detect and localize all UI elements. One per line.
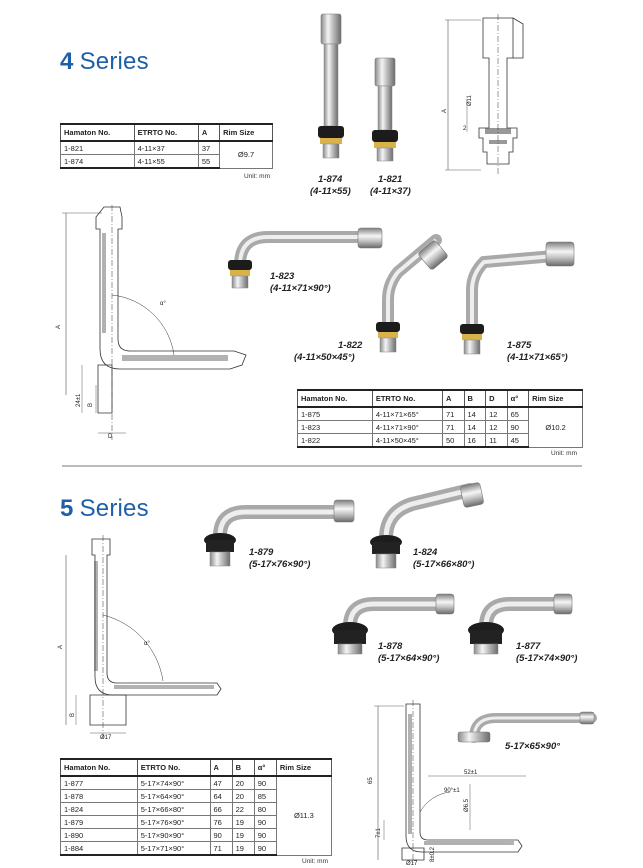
caption-1-877: 1-877(5-17×74×90°) (516, 641, 578, 664)
cell: 1-874 (60, 154, 135, 169)
caption-1-823: 1-823(4-11×71×90°) (270, 271, 331, 294)
cell: 4-11×55 (133, 154, 199, 169)
bent-valve-drawing-5: A α° B Ø17 (58, 535, 222, 741)
dim-2-label: 2 (463, 126, 467, 132)
straight-valve-drawing: A Ø11 2 (442, 14, 524, 174)
bent-valve-photos-4 (228, 227, 575, 355)
col-a: A (197, 123, 221, 142)
col-a: A (209, 758, 233, 777)
caption-1-821: 1-821(4-11×37) (370, 174, 411, 197)
col-d: D (485, 389, 508, 408)
dim-7-label: 7±1 (376, 827, 382, 838)
straight-valve-photos (318, 13, 398, 162)
cell: 55 (197, 154, 221, 169)
caption-1-878: 1-878(5-17×64×90°) (378, 641, 440, 664)
dim-d11-label: Ø11 (467, 94, 473, 106)
cell: 1-821 (60, 140, 135, 155)
dim-a-label: A (442, 109, 448, 113)
series-5-table: Hamaton No. ETRTO No. A B α° Rim Size 1-… (60, 758, 333, 856)
dim-a-label: A (58, 645, 64, 649)
unit-note: Unit: mm (551, 450, 577, 457)
series-4-number: 4 (60, 48, 74, 75)
table-row: 1-874 4-11×55 55 (60, 154, 273, 169)
dim-52-label: 52±1 (464, 770, 478, 776)
caption-1-875: 1-875(4-11×71×65°) (507, 340, 568, 363)
dim-a43-label: A (56, 325, 62, 329)
dim-65-label: 65 (368, 777, 374, 784)
col-hamaton: Hamaton No. (60, 758, 138, 777)
rim-cell: Ø11.3 (275, 775, 333, 856)
valve-1-879 (204, 499, 355, 567)
col-etrto: ETRTO No. (133, 123, 199, 142)
valve-1-877 (468, 593, 573, 655)
col-etrto: ETRTO No. (371, 389, 443, 408)
series-4-table-a: Hamaton No. ETRTO No. A Rim Size 1-821 4… (60, 123, 273, 169)
dim-d-label: D (108, 434, 113, 440)
cell: 37 (197, 140, 221, 155)
valve-1-878 (332, 593, 455, 655)
col-alpha: α° (253, 758, 277, 777)
valve-1-823 (228, 227, 383, 289)
section-divider (62, 465, 582, 467)
series-4-label: Series (79, 48, 149, 75)
col-etrto: ETRTO No. (136, 758, 211, 777)
valve-1-822 (376, 234, 448, 353)
valve-photo-5-17x65 (457, 711, 597, 743)
col-rim: Rim Size (528, 389, 583, 408)
dim-alpha-label: α° (144, 641, 150, 647)
dim-d17b-label: Ø17 (406, 861, 418, 867)
caption-1-822: 1-822(4-11×50×45°) (294, 340, 363, 363)
col-rim: Rim Size (275, 758, 333, 777)
rim-cell: Ø9.7 (219, 140, 273, 169)
col-rim: Rim Size (219, 123, 273, 142)
unit-note: Unit: mm (302, 858, 328, 865)
dim-24-label: 24±1 (76, 393, 82, 407)
caption-1-874: 1-874(4-11×55) (310, 174, 351, 197)
col-hamaton: Hamaton No. (297, 389, 373, 408)
dim-d17-label: Ø17 (100, 735, 112, 741)
col-a: A (441, 389, 465, 408)
series-5-label: Series (79, 495, 149, 522)
dim-b-label: B (88, 403, 94, 407)
caption-5-17x65: 5-17×65×90° (505, 741, 561, 752)
table-row: 1-821 4-11×37 37 Ø9.7 (60, 140, 273, 169)
dim-8-label: 8±0.2 (430, 846, 436, 862)
valve-1-824 (370, 482, 484, 569)
series-4-table-b: Hamaton No. ETRTO No. A B D α° Rim Size … (297, 389, 583, 448)
caption-1-824: 1-824(5-17×66×80°) (413, 547, 475, 570)
series-5-number: 5 (60, 495, 74, 522)
col-hamaton: Hamaton No. (60, 123, 135, 142)
bent-valve-drawing-4: A α° 24±1 B D (56, 205, 247, 440)
col-b: B (463, 389, 487, 408)
valve-1-875 (460, 241, 575, 355)
cell: 4-11×37 (133, 140, 199, 155)
dim-angle-label: 90°±1 (444, 788, 460, 794)
bent-valve-photos-5 (204, 482, 573, 655)
dim-d65-label: Ø6.5 (464, 798, 470, 812)
col-b: B (231, 758, 255, 777)
rim-cell: Ø10.2 (528, 406, 583, 448)
caption-1-879: 1-879(5-17×76×90°) (249, 547, 311, 570)
unit-note: Unit: mm (244, 173, 270, 180)
dim-alpha-label: α° (160, 301, 166, 307)
dim-b-label: B (70, 713, 76, 717)
col-alpha: α° (506, 389, 530, 408)
valve-drawing-5-17x65: 65 52±1 90°±1 Ø6.5 7±1 8±0.2 Ø17 (368, 700, 526, 867)
